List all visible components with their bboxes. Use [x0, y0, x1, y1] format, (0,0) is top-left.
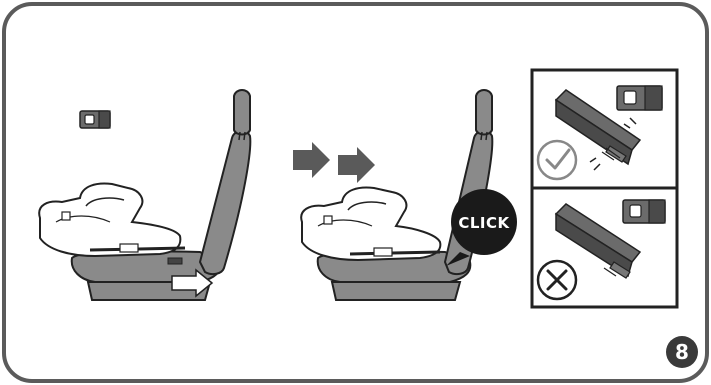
- isofix-connector-icon: [80, 111, 110, 128]
- cross-icon: [538, 261, 576, 299]
- step-number-badge: 8: [666, 336, 698, 368]
- connector-comparison-panel: [532, 70, 677, 307]
- check-icon: [538, 141, 576, 179]
- car-seat-headrest: [234, 90, 250, 135]
- click-callout-text: CLICK: [458, 214, 510, 232]
- isofix-connector-icon: [617, 86, 662, 110]
- step-number: 8: [675, 340, 689, 364]
- car-seat-headrest: [476, 90, 492, 135]
- isofix-connector-icon: [623, 200, 665, 223]
